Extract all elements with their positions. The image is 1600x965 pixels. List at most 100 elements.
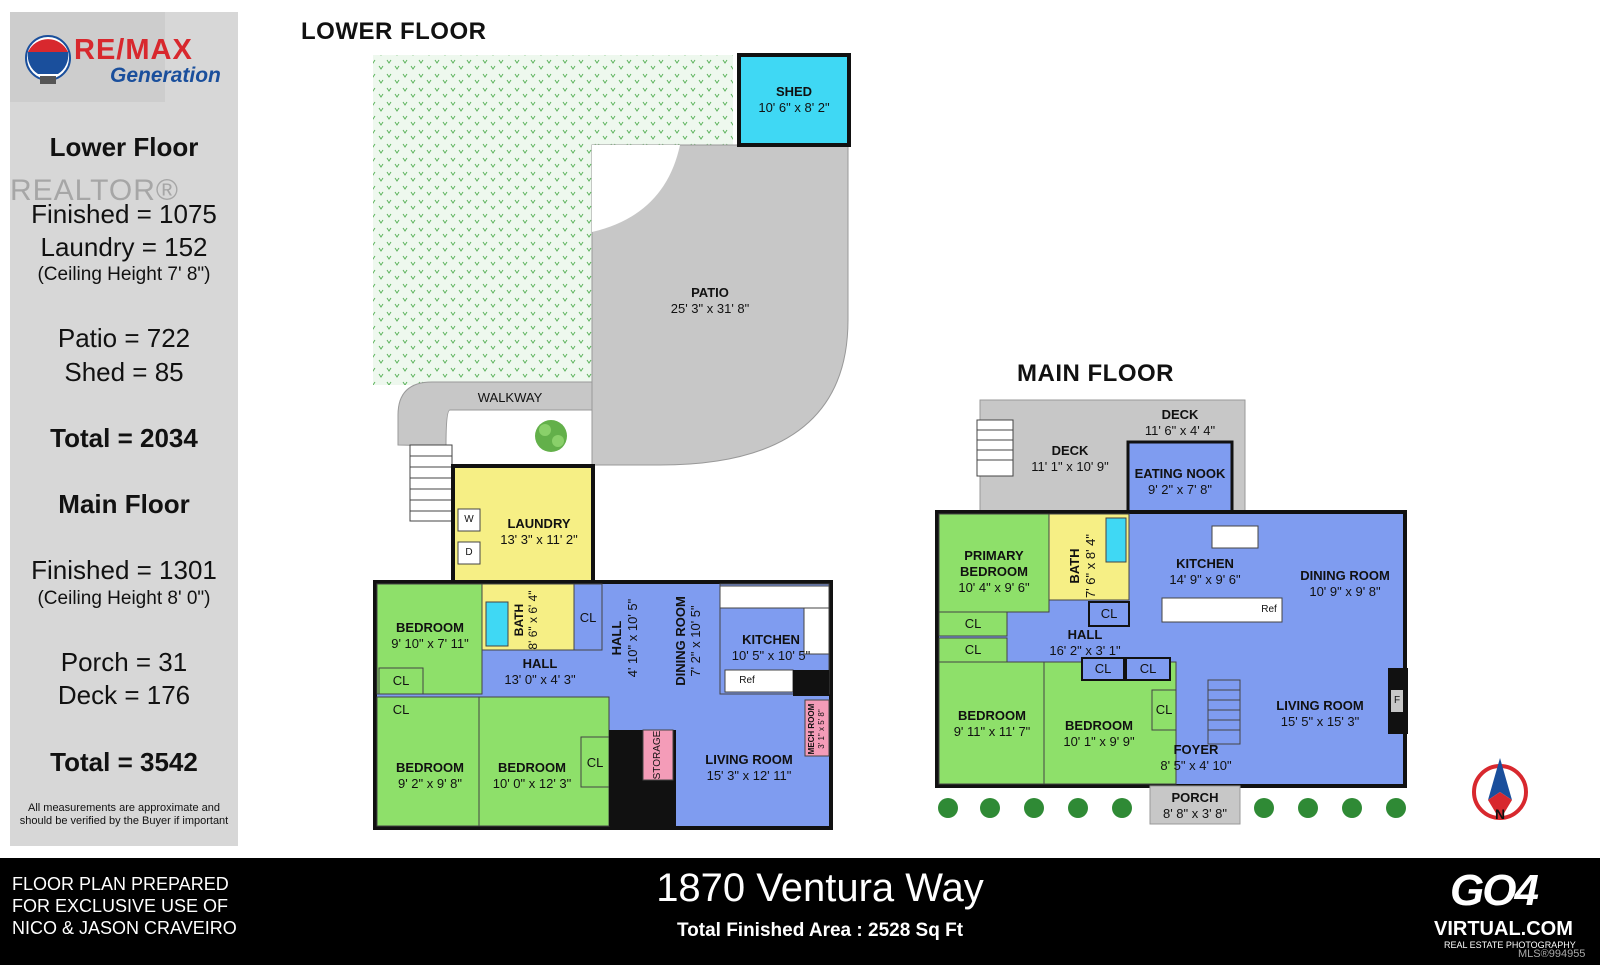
lower-kitchen-name: KITCHEN — [742, 632, 800, 647]
laundry-dims: 13' 3" x 11' 2" — [500, 532, 578, 547]
lower-hall-1-label: HALL 13' 0" x 4' 3" — [490, 656, 590, 688]
lower-mech-label: MECH ROOM 3' 1" x 5' 8" — [807, 700, 827, 758]
lower-bath-dims: 8' 6" x 6' 4" — [526, 590, 540, 650]
main-interior-stairs — [1207, 679, 1241, 745]
lower-bedroom-3-label: BEDROOM 10' 0" x 12' 3" — [482, 760, 582, 792]
main-bedroom-2-dims: 10' 1" x 9' 9" — [1063, 734, 1135, 749]
main-ref-label: Ref — [1261, 604, 1277, 615]
remax-generation-wordmark: Generation — [110, 64, 221, 87]
lower-hall-2-label: HALL 4' 10" x 10' 5" — [609, 598, 641, 678]
patio-name: PATIO — [691, 285, 729, 300]
lower-living-dims: 15' 3" x 12' 11" — [706, 768, 792, 783]
main-sink-counter — [1211, 525, 1259, 549]
main-bedroom-1 — [938, 661, 1045, 785]
main-closet-d-label: CL — [1094, 661, 1112, 676]
total-finished-area: Total Finished Area : 2528 Sq Ft — [676, 920, 964, 941]
main-closet-a-label: CL — [964, 616, 982, 631]
patio-label: PATIO 25' 3" x 31' 8" — [650, 285, 770, 317]
main-fireplace-label: F — [1393, 695, 1401, 706]
lower-living-name: LIVING ROOM — [705, 752, 793, 767]
lower-mech-dims: 3' 1" x 5' 8" — [817, 709, 826, 749]
lower-floor-plan — [373, 53, 851, 830]
lower-kitchen-dims: 10' 5" x 10' 5" — [731, 648, 811, 663]
lower-living-label: LIVING ROOM 15' 3" x 12' 11" — [684, 752, 814, 784]
grand-total-area: Total = 3542 — [50, 747, 198, 777]
main-foyer-name: FOYER — [1173, 742, 1219, 757]
lower-mech-room — [804, 699, 830, 757]
patio-area: Patio = 722 — [57, 323, 191, 353]
main-bath-label: BATH 7' 6" x 8' 4" — [1067, 526, 1099, 606]
washer-label: W — [464, 514, 474, 525]
washer-symbol — [457, 508, 481, 532]
realtor-watermark: REALTOR® — [10, 174, 180, 207]
dryer-label: D — [465, 547, 473, 558]
lower-bedroom-3-dims: 10' 0" x 12' 3" — [492, 776, 572, 791]
walkway-path — [397, 381, 593, 447]
shed-room — [737, 53, 851, 147]
lower-counter — [719, 585, 830, 609]
lower-bath-label: BATH 8' 6" x 6' 4" — [512, 590, 540, 650]
main-deck-1-dims: 11' 6" x 4' 4" — [1144, 423, 1216, 438]
lower-stairs — [409, 444, 453, 522]
lower-bedroom-2-label: BEDROOM 9' 2" x 9' 8" — [380, 760, 480, 792]
lower-bedroom-2-dims: 9' 2" x 9' 8" — [397, 776, 463, 791]
main-ceiling-height: (Ceiling Height 8' 0") — [37, 588, 211, 609]
go4-site: VIRTUAL.COM — [1434, 918, 1573, 940]
remax-logo: RE/MAX Generation — [10, 12, 238, 172]
main-kitchen-name: KITCHEN — [1176, 556, 1234, 571]
lower-mech-name: MECH ROOM — [807, 703, 816, 755]
main-deck-1-name: DECK — [1161, 407, 1199, 422]
prepared-line-1: FLOOR PLAN PREPARED — [12, 874, 229, 894]
laundry-name: LAUNDRY — [507, 516, 571, 531]
shed-label: SHED 10' 6" x 8' 2" — [749, 84, 839, 116]
lower-kitchen-label: KITCHEN 10' 5" x 10' 5" — [716, 632, 826, 664]
main-closet-f — [1151, 689, 1177, 731]
prepared-for-block: FLOOR PLAN PREPARED FOR EXCLUSIVE USE OF… — [12, 873, 237, 939]
main-porch-label: PORCH 8' 8" x 3' 8" — [1150, 790, 1240, 822]
footer-banner: FLOOR PLAN PREPARED FOR EXCLUSIVE USE OF… — [0, 858, 1600, 965]
lower-finished-area: Finished = 1075 — [31, 199, 217, 229]
main-nook-name: EATING NOOK — [1134, 466, 1226, 481]
main-dining-name: DINING ROOM — [1300, 568, 1390, 583]
main-nook-dims: 9' 2" x 7' 8" — [1147, 482, 1213, 497]
main-bedroom-1-label: BEDROOM 9' 11" x 11' 7" — [940, 708, 1044, 740]
tub-icon — [485, 601, 509, 647]
main-kitchen-label: KITCHEN 14' 9" x 9' 6" — [1150, 556, 1260, 588]
measurement-disclaimer: All measurements are approximate and sho… — [19, 802, 229, 827]
area-summary-panel: RE/MAX Generation REALTOR® Lower Floor F… — [10, 12, 238, 846]
go4-tagline: REAL ESTATE PHOTOGRAPHY — [1444, 940, 1576, 950]
main-foyer-dims: 8' 5" x 4' 10" — [1160, 758, 1232, 773]
main-closet-f-label: CL — [1155, 702, 1173, 717]
lower-closet-bed1 — [378, 667, 424, 695]
main-closet-c-label: CL — [1100, 606, 1118, 621]
shed-area: Shed = 85 — [64, 357, 184, 387]
main-floor-heading: Main Floor — [58, 489, 190, 519]
main-floor-plan — [935, 399, 1528, 825]
main-tub-icon — [1105, 517, 1127, 563]
lower-ref-label: Ref — [739, 675, 755, 686]
patio-dims: 25' 3" x 31' 8" — [670, 301, 750, 316]
main-finished-area: Finished = 1301 — [31, 555, 217, 585]
lower-hall-1-name: HALL — [522, 656, 558, 671]
compass-north-label: N — [1494, 806, 1506, 822]
tree-icon — [535, 420, 567, 452]
lower-bath-name: BATH — [512, 603, 526, 637]
main-porch-name: PORCH — [1171, 790, 1219, 805]
lower-bedroom-3-name: BEDROOM — [498, 760, 566, 775]
remax-wordmark: RE/MAX — [74, 34, 193, 66]
shed-name: SHED — [775, 84, 813, 99]
main-closet-b-label: CL — [964, 642, 982, 657]
main-closet-a — [938, 611, 1008, 637]
lower-storage-label: STORAGE — [652, 730, 663, 780]
lower-bedroom-2-name: BEDROOM — [396, 760, 464, 775]
lower-bedroom-2 — [376, 696, 480, 827]
lower-hall-2-name: HALL — [609, 620, 624, 656]
lower-mech-box — [793, 670, 829, 696]
lower-counter-side — [803, 607, 830, 655]
laundry-label: LAUNDRY 13' 3" x 11' 2" — [484, 516, 594, 548]
main-bedroom-2-label: BEDROOM 10' 1" x 9' 9" — [1044, 718, 1154, 750]
porch-area: Porch = 31 — [60, 647, 188, 677]
lower-ceiling-height: (Ceiling Height 7' 8") — [37, 264, 211, 285]
patio-lawn-curve — [592, 145, 680, 232]
property-address: 1870 Ventura Way — [656, 866, 984, 910]
